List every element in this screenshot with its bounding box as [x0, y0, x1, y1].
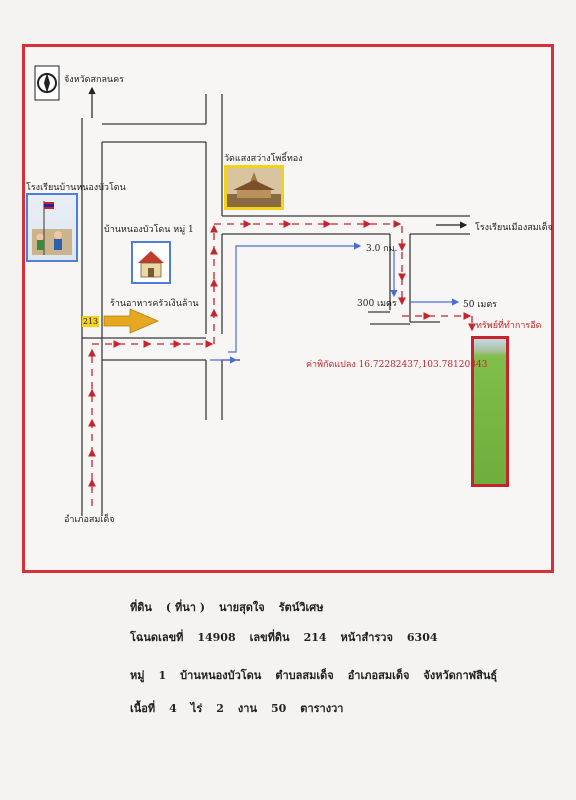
label-dist-3km: 3.0 กม. [366, 244, 398, 254]
info-text: หมู่ [130, 669, 145, 682]
info-text: 1 [158, 669, 167, 682]
info-text: รัตน์วิเศษ [278, 601, 324, 614]
info-text: เนื้อที่ [130, 702, 156, 715]
info-text: 50 [270, 702, 287, 715]
school-flag-icon [26, 193, 78, 262]
label-south-district: อำเภอสมเด็จ [64, 515, 115, 525]
info-text: 214 [303, 631, 327, 644]
map-frame [22, 44, 554, 573]
blue-distance-arrows [210, 242, 460, 364]
info-text: ( ที่นา ) [165, 601, 205, 614]
label-north-city: จังหวัดสกลนคร [64, 75, 124, 85]
label-property: ทรัพย์ที่ทำการอีด [476, 321, 542, 331]
info-line-3: หมู่ 1 บ้านหนองบัวโดน ตำบลสมเด็จ อำเภอสมเด็จ… [130, 666, 511, 684]
red-route [88, 220, 476, 506]
info-text: โฉนดเลขที่ [130, 631, 184, 644]
info-text: ไร่ [190, 702, 203, 715]
label-coordinates: ค่าพิกัดแปลง 16.72282437,103.78120343 [306, 360, 488, 370]
info-line-4: เนื้อที่ 4 ไร่ 2 งาน 50 ตารางวา [130, 699, 357, 717]
info-text: 2 [216, 702, 224, 715]
roads [81, 94, 470, 516]
info-text: จังหวัดกาฬสินธุ์ [423, 669, 498, 682]
label-dist-300m: 300 เมตร [357, 299, 397, 309]
info-text: 14908 [197, 631, 236, 644]
house-icon [131, 241, 171, 284]
info-text: 4 [169, 702, 177, 715]
info-text: หน้าสำรวจ [340, 631, 393, 644]
info-text: อำเภอสมเด็จ [347, 669, 410, 682]
info-text: เลขที่ดิน [249, 631, 290, 644]
route-number-badge: 213 [82, 316, 99, 327]
info-line-1: ที่ดิน ( ที่นา ) นายสุดใจ รัตน์วิเศษ [130, 598, 338, 616]
info-text: ที่ดิน [130, 601, 152, 614]
info-text: ตำบลสมเด็จ [275, 669, 334, 682]
label-temple: วัดแสงสว่างโพธิ์ทอง [224, 154, 303, 164]
compass-icon [34, 65, 60, 101]
rice-field-photo [471, 336, 509, 487]
info-text: บ้านหนองบัวโดน [180, 669, 262, 682]
label-restaurant: ร้านอาหารครัวเงินล้าน [110, 299, 199, 309]
info-line-2: โฉนดเลขที่ 14908 เลขที่ดิน 214 หน้าสำรวจ 6304 [130, 628, 452, 646]
landmark-arrow-icon [103, 308, 160, 334]
label-school-left: โรงเรียนบ้านหนองบัวโดน [26, 183, 126, 193]
label-dist-50m: 50 เมตร [463, 300, 498, 310]
info-text: งาน [237, 702, 257, 715]
info-text: นายสุดใจ [218, 601, 265, 614]
label-village: บ้านหนองบัวโดน หมู่ 1 [104, 225, 194, 235]
info-text: 6304 [406, 631, 438, 644]
label-school-right: โรงเรียนเมืองสมเด็จ [475, 223, 553, 233]
info-text: ตารางวา [300, 702, 344, 715]
temple-icon [224, 165, 284, 210]
